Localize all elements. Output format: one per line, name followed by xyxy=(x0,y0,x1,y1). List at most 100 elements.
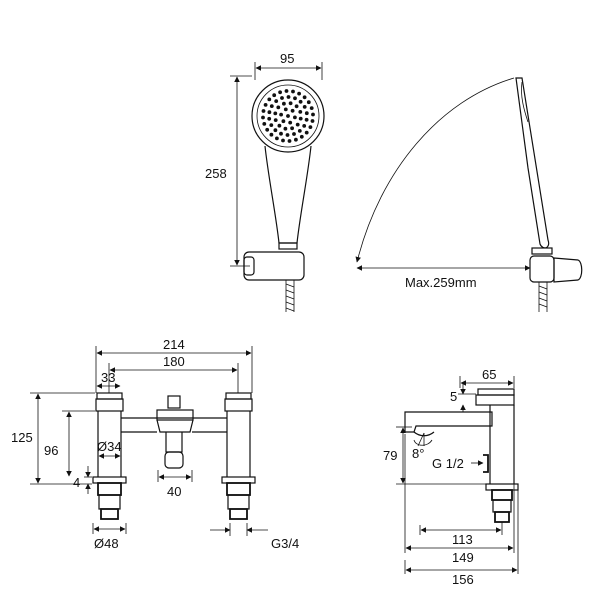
spray-hole xyxy=(297,91,301,96)
label-113: 113 xyxy=(452,532,473,547)
spray-hole xyxy=(297,129,302,133)
spray-hole xyxy=(302,95,307,100)
spray-hole xyxy=(267,116,272,121)
spray-hole xyxy=(288,120,293,125)
spray-hole xyxy=(302,124,307,128)
spray-hole xyxy=(269,104,274,108)
handset-front-view xyxy=(243,79,325,312)
spray-hole xyxy=(286,95,291,99)
spray-hole xyxy=(302,105,307,109)
spray-hole xyxy=(282,101,286,106)
spray-hole xyxy=(311,112,315,117)
spray-hole xyxy=(273,111,278,116)
dim-overall-width: 214 xyxy=(95,337,253,393)
dim-depth-156: 156 xyxy=(404,490,519,587)
spray-hole xyxy=(281,119,286,124)
spray-hole xyxy=(269,132,274,137)
label-156: 156 xyxy=(452,572,474,587)
spray-hole xyxy=(294,104,299,109)
spray-hole xyxy=(278,90,282,95)
label-4: 4 xyxy=(73,475,80,490)
spray-hole xyxy=(298,110,303,114)
spray-hole xyxy=(298,116,303,121)
label-thread-main: G3/4 xyxy=(271,536,299,551)
spray-hole xyxy=(293,96,297,101)
dim-diameter-34: Ø34 xyxy=(97,439,122,459)
label-diameter-34: Ø34 xyxy=(97,439,122,454)
spray-hole xyxy=(284,89,289,93)
spray-hole xyxy=(292,132,296,136)
spray-hole xyxy=(267,97,272,102)
dim-side-height: 79 xyxy=(383,426,486,485)
label-5: 5 xyxy=(450,389,457,404)
bath-filler-front-view xyxy=(92,392,256,520)
dim-5: 5 xyxy=(450,384,476,412)
spray-hole xyxy=(304,117,309,122)
label-95: 95 xyxy=(280,51,294,66)
spray-hole xyxy=(267,110,272,115)
spray-hole xyxy=(273,128,278,133)
spray-hole xyxy=(304,111,309,116)
spray-hole xyxy=(304,130,309,135)
dim-4: 4 xyxy=(73,466,92,494)
spray-hole xyxy=(262,122,267,126)
dim-centers: 180 xyxy=(108,354,239,393)
dim-spout-top: 65 xyxy=(459,367,515,388)
spray-hole xyxy=(290,108,295,113)
spray-hole xyxy=(283,107,288,112)
label-96: 96 xyxy=(44,443,58,458)
label-33: 33 xyxy=(101,370,115,385)
spray-hole xyxy=(286,114,290,118)
dim-depth-149: 149 xyxy=(404,434,515,565)
spray-hole xyxy=(281,138,285,143)
spray-hole xyxy=(285,133,290,137)
spray-hole xyxy=(279,112,283,117)
label-180: 180 xyxy=(163,354,185,369)
spray-hole xyxy=(280,96,284,100)
label-258: 258 xyxy=(205,166,227,181)
spray-hole xyxy=(309,106,314,110)
spray-hole xyxy=(283,126,288,131)
dim-depth-113: 113 xyxy=(419,522,503,547)
label-65: 65 xyxy=(482,367,496,382)
label-214: 214 xyxy=(163,337,185,352)
label-max-reach: Max.259mm xyxy=(405,275,477,290)
spray-hole xyxy=(298,99,303,104)
spray-hole xyxy=(291,89,295,94)
spray-hole xyxy=(265,127,270,132)
dim-handset-height: 258 xyxy=(205,75,252,267)
label-125: 125 xyxy=(11,430,33,445)
spray-hole xyxy=(288,101,293,106)
spray-hole xyxy=(273,118,278,122)
spray-hole xyxy=(269,123,274,127)
spray-hole xyxy=(261,109,266,113)
spray-hole xyxy=(294,137,298,142)
dim-thread-main: G3/4 xyxy=(210,523,299,551)
dim-thread-side: G 1/2 xyxy=(432,456,484,471)
spray-hole xyxy=(275,136,279,141)
spray-hole xyxy=(306,100,311,105)
dim-diameter-48: Ø48 xyxy=(92,523,127,551)
spray-hole xyxy=(276,105,281,110)
label-40: 40 xyxy=(167,484,181,499)
label-79: 79 xyxy=(383,448,397,463)
spray-hole xyxy=(293,115,297,120)
spray-hole xyxy=(308,125,313,129)
spray-hole xyxy=(279,131,283,136)
dim-body-height: 96 xyxy=(44,410,95,477)
label-angle: 8° xyxy=(412,446,424,461)
dim-total-height: 125 xyxy=(11,392,95,485)
label-thread-side: G 1/2 xyxy=(432,456,464,471)
spray-hole xyxy=(274,99,279,103)
dim-handle-offset: 33 xyxy=(96,370,121,389)
label-149: 149 xyxy=(452,550,474,565)
spray-hole xyxy=(287,139,292,143)
dim-angle: 8° xyxy=(412,432,433,461)
spray-hole xyxy=(277,123,282,128)
spray-hole xyxy=(295,122,300,127)
spray-hole xyxy=(263,103,268,107)
spray-holes xyxy=(261,89,315,143)
dim-40: 40 xyxy=(157,470,193,499)
spray-hole xyxy=(272,93,277,98)
